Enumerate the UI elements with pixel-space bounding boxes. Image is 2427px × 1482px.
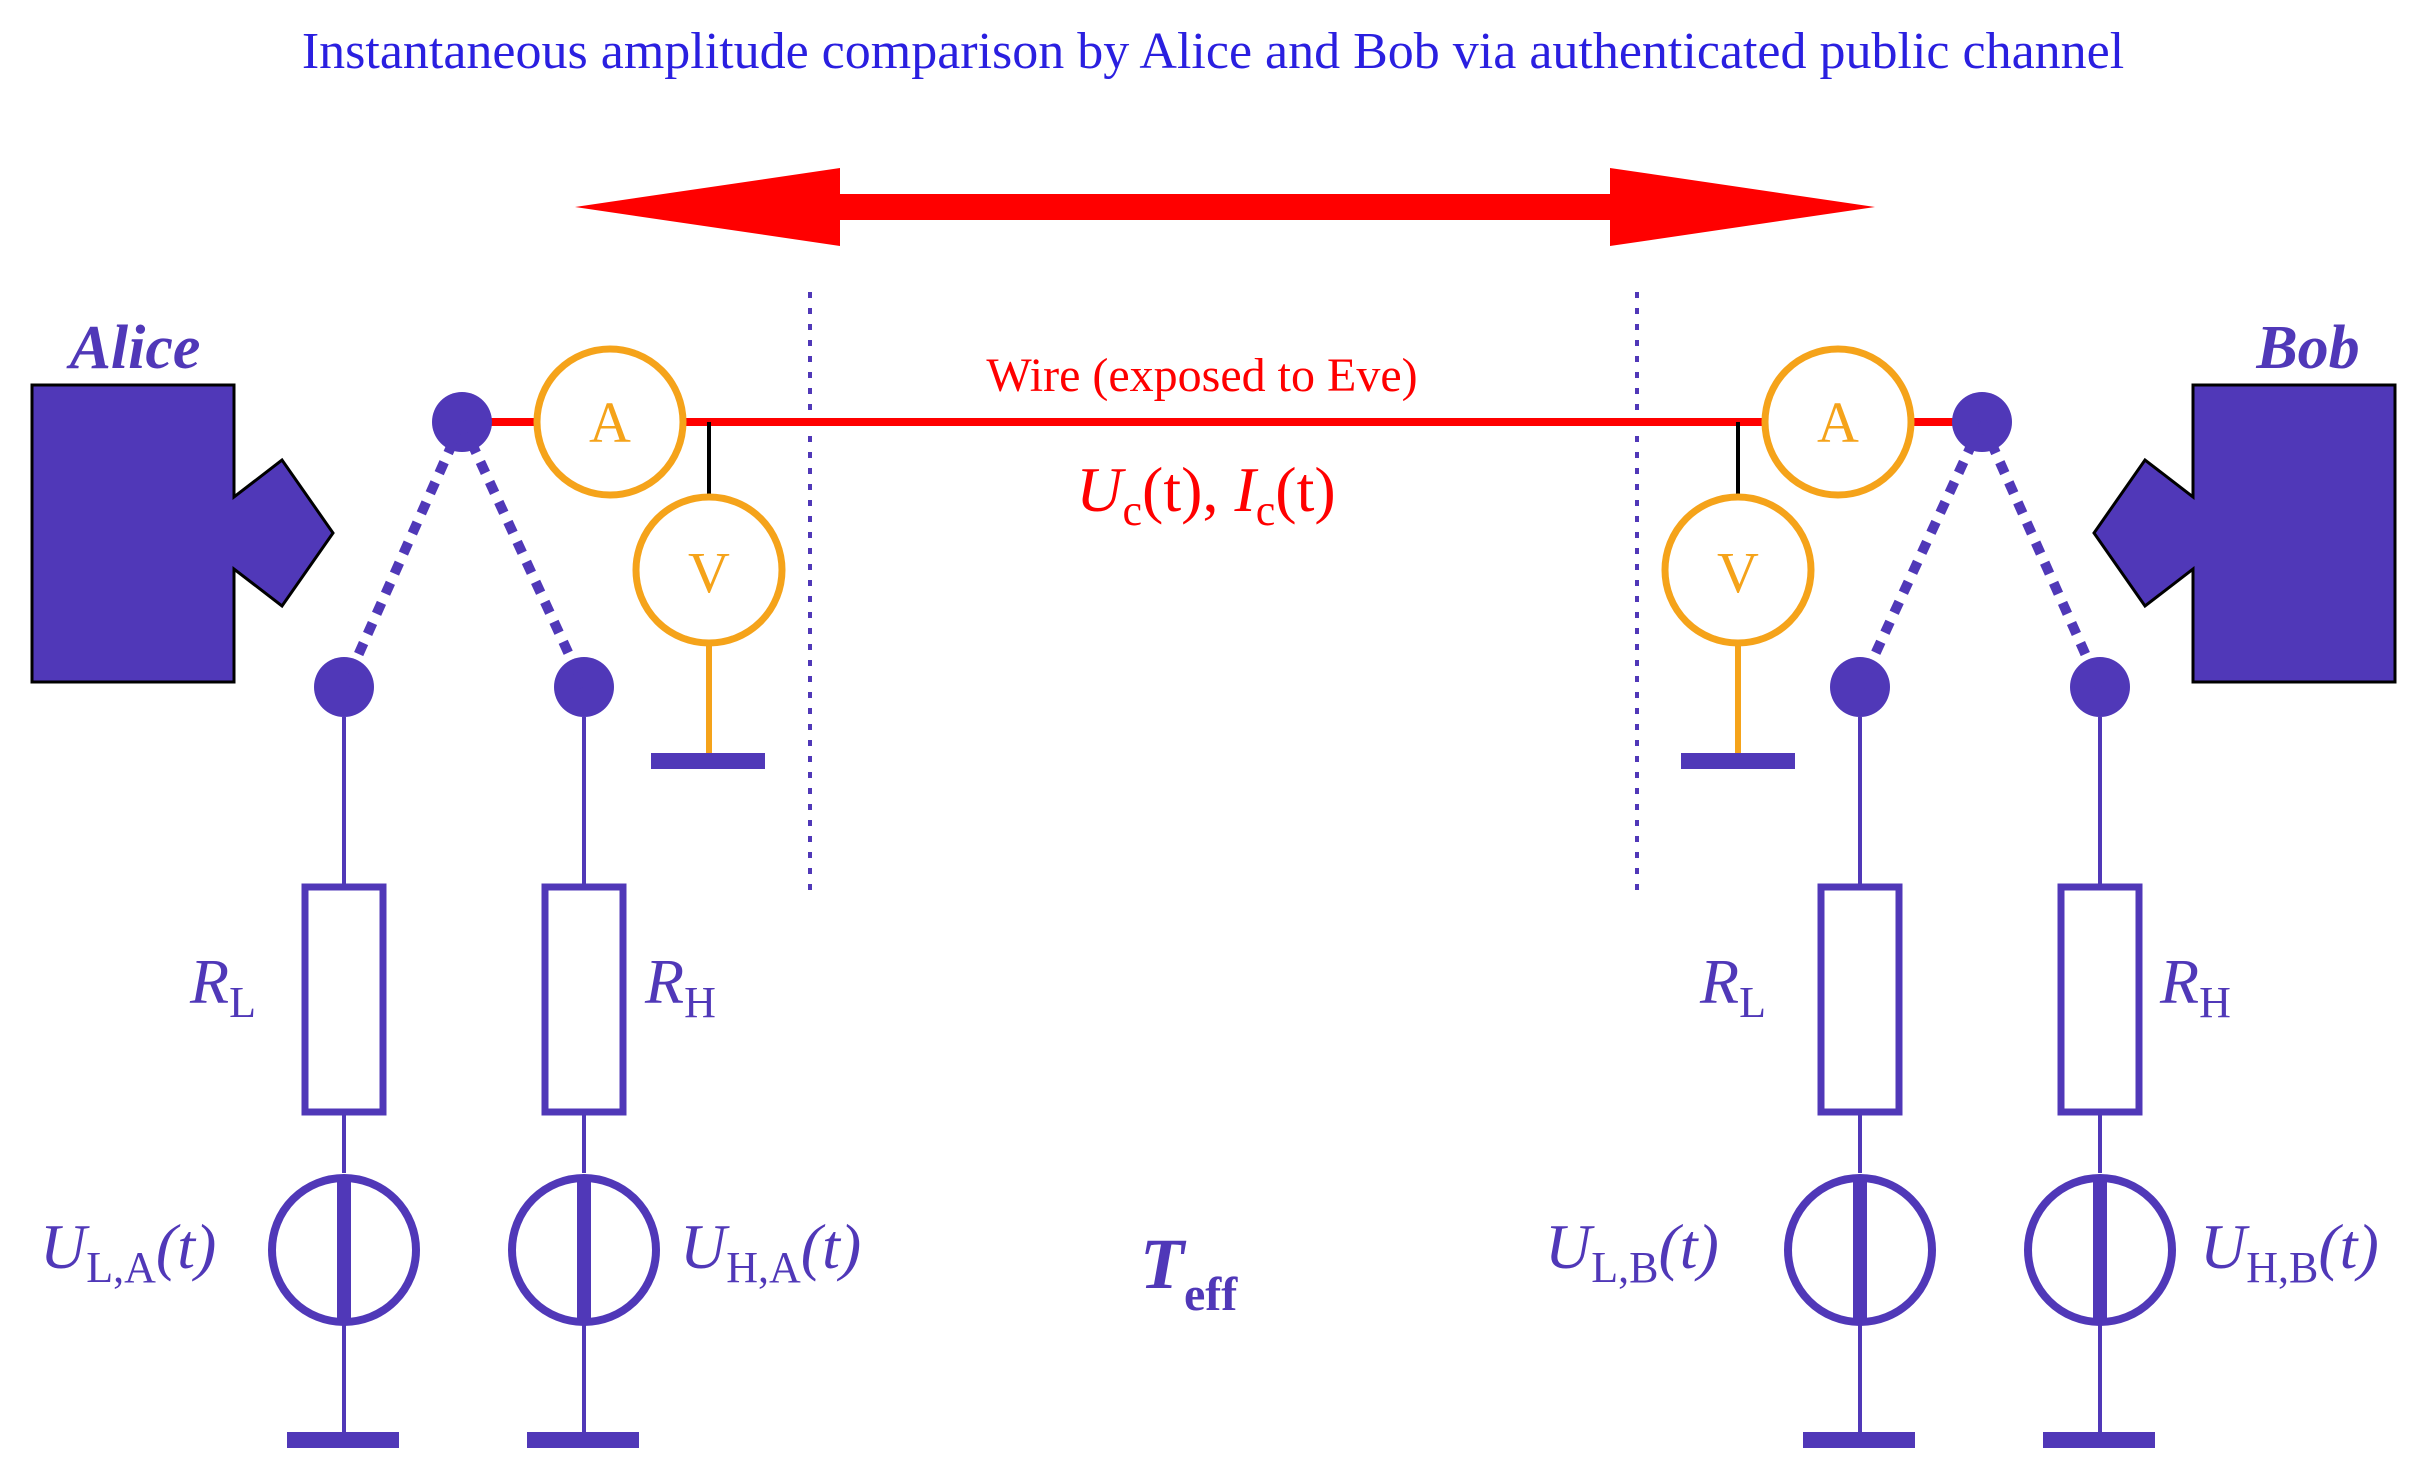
hand-pointer-icon [30, 383, 335, 684]
bob-voltmeter-label: V [1717, 540, 1759, 605]
alice-low-source-label: UL,A(t) [40, 1211, 216, 1292]
effective-temperature-label: Teff [1140, 1224, 1238, 1321]
resistor-icon [301, 883, 387, 1116]
ammeter-icon: A [1761, 345, 1915, 499]
diagram-title: Instantaneous amplitude comparison by Al… [302, 23, 2124, 80]
resistor-icon [541, 883, 627, 1116]
switch-contact-icon [314, 392, 614, 717]
ground-icon [287, 1432, 399, 1448]
ammeter-icon: A [533, 345, 687, 499]
voltmeter-icon: V [1661, 493, 1815, 647]
ground-icon [1803, 1432, 1915, 1448]
bob-ammeter-label: A [1817, 390, 1859, 455]
ground-icon [2043, 1432, 2155, 1448]
voltage-source-icon [1784, 1174, 1936, 1326]
alice-low-resistor-label: RL [189, 946, 256, 1027]
hand-pointer-icon [2092, 383, 2397, 684]
bob-low-source-label: UL,B(t) [1545, 1211, 1719, 1292]
double-headed-arrow-icon [575, 168, 1875, 246]
voltage-source-icon [268, 1174, 420, 1326]
alice-voltmeter-label: V [688, 540, 730, 605]
bob-low-resistor-label: RL [1699, 946, 1766, 1027]
alice-high-source-label: UH,A(t) [680, 1211, 861, 1292]
wire-label: Wire (exposed to Eve) [986, 349, 1417, 402]
resistor-icon [1817, 883, 1903, 1116]
voltage-source-icon [2024, 1174, 2176, 1326]
bob-high-source-label: UH,B(t) [2200, 1211, 2379, 1292]
ground-icon [527, 1432, 639, 1448]
resistor-icon [2057, 883, 2143, 1116]
alice-high-resistor-label: RH [644, 946, 716, 1027]
alice-ammeter-label: A [589, 390, 631, 455]
bob-label: Bob [2255, 314, 2359, 382]
switch-contact-icon [1830, 392, 2130, 717]
ground-icon [651, 753, 765, 769]
voltage-source-icon [508, 1174, 660, 1326]
alice-label: Alice [66, 314, 201, 382]
bob-high-resistor-label: RH [2159, 946, 2231, 1027]
voltmeter-icon: V [632, 493, 786, 647]
wire-quantities: Uc(t), Ic(t) [1076, 454, 1335, 535]
ground-icon [1681, 753, 1795, 769]
